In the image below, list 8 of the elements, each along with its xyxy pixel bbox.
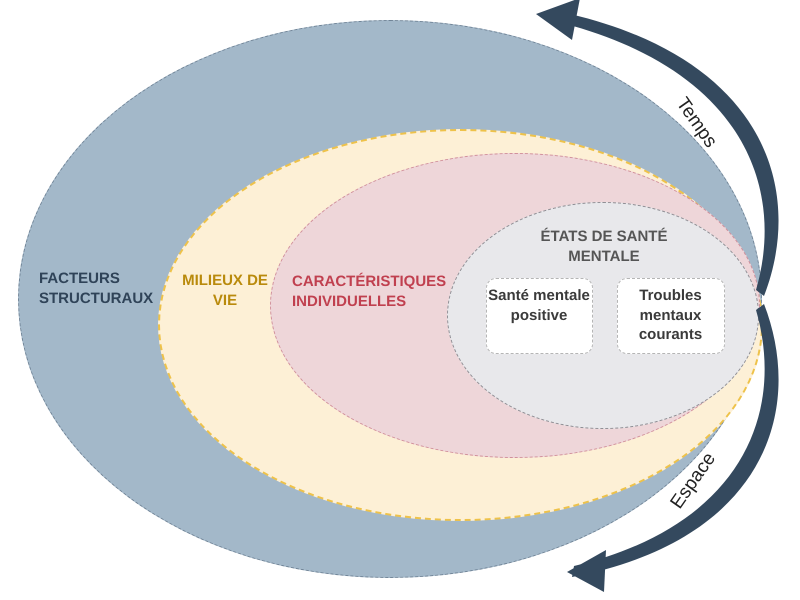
category-box [486,278,593,354]
node-label: CARACTÉRISTIQUES INDIVIDUELLES [292,272,448,311]
node-label: ÉTATS DE SANTÉ MENTALE [540,227,668,266]
node-label: MILIEUX DE VIE [181,271,269,310]
node-label: Troubles mentaux courants [638,286,704,344]
node-label: FACTEURS STRUCTURAUX [39,269,154,308]
node-label: Santé mentale positive [487,286,591,325]
category-box [617,278,725,354]
